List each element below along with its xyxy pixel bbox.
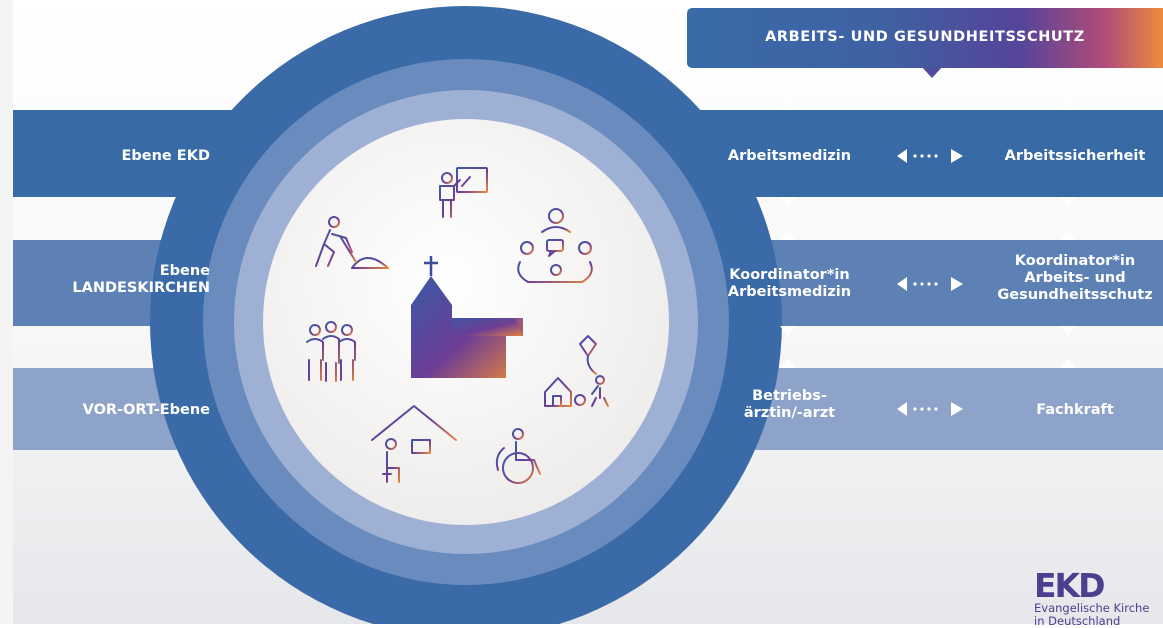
row-label-line: Arbeitsmedizin [727,148,852,164]
level-label-line: VOR-ORT-Ebene [82,402,210,418]
double-arrow-icon [897,149,963,163]
row-label-line: Gesundheitsschutz [997,287,1153,303]
row-2-left: Koordinator*in Arbeitsmedizin [712,267,867,301]
row-label-line: Koordinator*in [729,267,850,283]
level-label-vor-ort: VOR-ORT-Ebene [60,402,210,419]
row-label-line: ärztin/-arzt [743,405,836,421]
logo-subtitle-line: in Deutschland [1034,614,1121,628]
header-pointer [921,66,943,78]
level-label-landeskirchen: Ebene LANDESKIRCHEN [60,263,210,297]
left-margin [0,0,13,624]
row-1-left: Arbeitsmedizin [712,148,867,165]
church-icon [411,256,523,378]
home-office-icon [371,405,457,483]
header-box [687,8,1163,68]
level-label-line: LANDESKIRCHEN [72,280,210,296]
row-1-right: Arbeitssicherheit [990,148,1160,165]
family-icon [306,321,356,382]
header-title: ARBEITS- UND GESUNDHEITSSCHUTZ [765,29,1085,45]
level-label-line: Ebene [159,263,210,279]
row-label-line: Koordinator*in [1014,253,1136,269]
teacher-board-icon [439,167,488,218]
gravedigger-icon [315,216,389,269]
ekd-logo-subtitle: Evangelische Kirche in Deutschland [1034,602,1149,628]
row-label-line: Arbeits- und [1024,270,1126,286]
row-2-right: Koordinator*in Arbeits- und Gesundheitss… [990,253,1160,304]
row-label-line: Betriebs- [752,388,827,404]
child-kite-house-icon [544,335,609,407]
row-3-left: Betriebs- ärztin/-arzt [712,388,867,422]
double-arrow-icon [897,402,963,416]
row-label-line: Arbeitsmedizin [727,284,852,300]
level-label-ekd: Ebene EKD [60,148,210,165]
double-arrow-icon [897,277,963,291]
level-label-line: Ebene EKD [121,148,210,164]
band-connectors [780,100,1076,368]
group-discussion-icon [517,208,593,283]
logo-subtitle-line: Evangelische Kirche [1034,601,1150,615]
wheelchair-icon [495,428,541,484]
row-label-line: Fachkraft [1036,402,1114,418]
row-label-line: Arbeitssicherheit [1004,148,1146,164]
row-3-right: Fachkraft [990,402,1160,419]
ekd-logo: EKD [1034,566,1106,605]
